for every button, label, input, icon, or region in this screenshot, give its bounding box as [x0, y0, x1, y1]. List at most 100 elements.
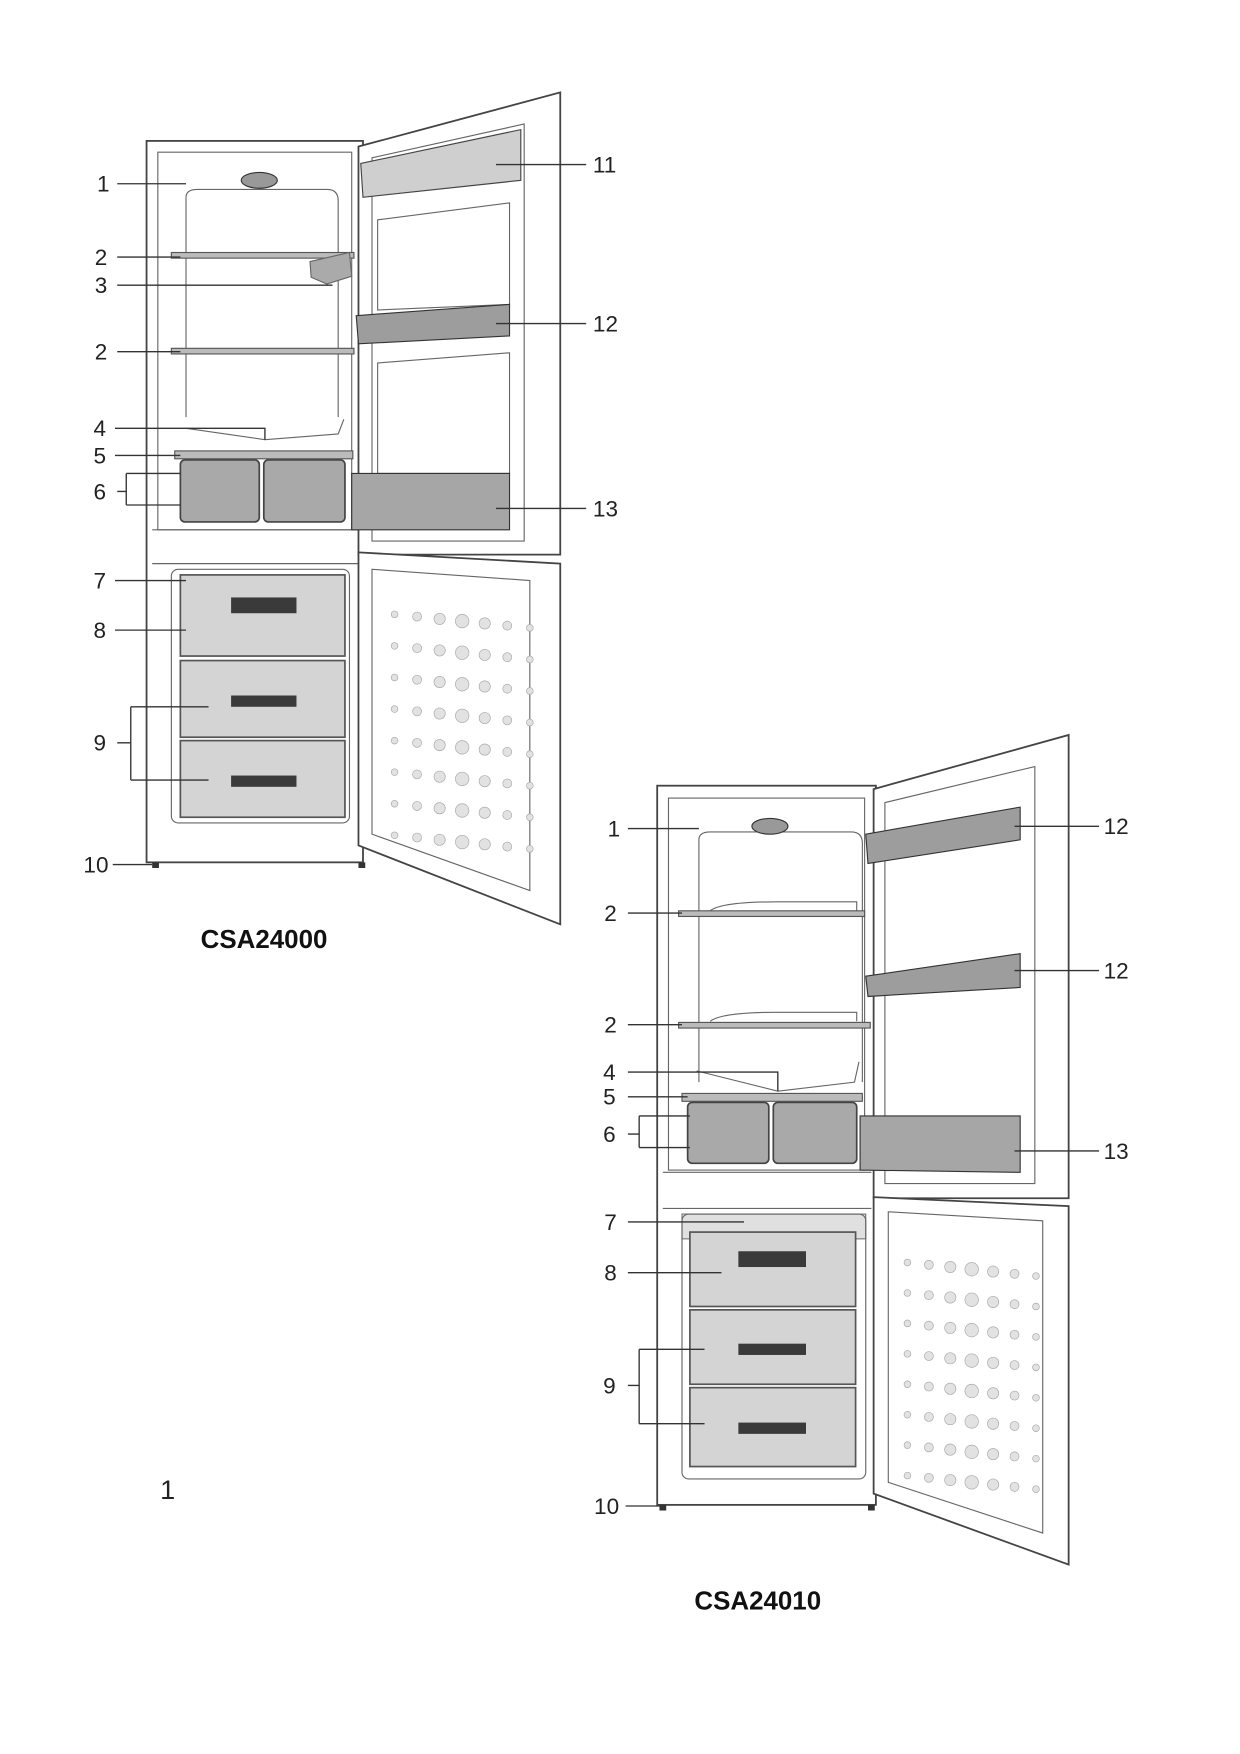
door-dot — [412, 801, 422, 811]
door-dot — [964, 1383, 979, 1399]
callout-label: 7 — [604, 1210, 617, 1235]
door-dot — [924, 1412, 934, 1422]
door-dot — [433, 707, 446, 720]
door-dot — [455, 708, 470, 723]
door-dot — [903, 1350, 912, 1358]
page-number: 1 — [160, 1475, 175, 1505]
door-dot — [526, 845, 534, 853]
door-dot — [502, 683, 513, 694]
callout-label: 3 — [95, 273, 108, 298]
door-dot — [944, 1382, 957, 1395]
door-dot — [390, 673, 399, 682]
callout-label: 1 — [608, 816, 621, 841]
door-dot — [924, 1351, 934, 1361]
door-dot — [1032, 1424, 1040, 1432]
door-dot — [987, 1387, 1000, 1400]
fridge-illustration-csa24010 — [656, 733, 1070, 1566]
door-dot — [478, 680, 491, 693]
door-dot — [944, 1352, 957, 1365]
callout-label: 2 — [95, 340, 108, 365]
door-dot — [944, 1261, 957, 1274]
callout-label: 7 — [94, 568, 107, 593]
door-dot — [964, 1262, 979, 1277]
door-dot — [964, 1292, 979, 1307]
door-dot — [455, 614, 470, 629]
door-dot — [390, 705, 399, 713]
door-dot — [390, 768, 399, 776]
callout-label: 5 — [94, 443, 107, 468]
door-dot — [924, 1472, 934, 1483]
door-dot — [924, 1320, 934, 1331]
door-dot — [455, 771, 470, 787]
callout-label: 9 — [603, 1373, 616, 1398]
door-dot — [526, 718, 534, 727]
door-dot — [987, 1417, 1000, 1430]
door-dot — [1032, 1363, 1040, 1372]
door-dot — [1009, 1299, 1020, 1310]
door-dot — [903, 1410, 912, 1419]
callout-label: 13 — [593, 496, 618, 521]
door-dot — [1009, 1390, 1020, 1401]
door-dot — [455, 834, 470, 850]
door-dot — [502, 652, 513, 663]
door-dot — [903, 1471, 912, 1480]
door-dot — [526, 624, 534, 632]
callout-label: 6 — [94, 479, 107, 504]
door-dot — [390, 642, 399, 650]
door-dot — [412, 706, 422, 717]
callout-label: 12 — [1104, 814, 1129, 839]
door-dot — [502, 810, 513, 820]
callout-label: 2 — [604, 1013, 617, 1038]
door-dot — [944, 1291, 957, 1304]
door-dot — [455, 677, 470, 692]
door-dot — [412, 674, 422, 685]
door-dot — [1009, 1421, 1020, 1431]
door-dot — [903, 1289, 912, 1297]
door-dot — [987, 1265, 1000, 1278]
callout-label: 5 — [603, 1085, 616, 1110]
model-name: CSA24010 — [694, 1588, 821, 1616]
door-dot — [433, 612, 446, 625]
door-dot — [964, 1353, 979, 1368]
door-dot — [987, 1448, 1000, 1461]
door-dot — [964, 1475, 979, 1490]
door-dot — [944, 1443, 957, 1456]
door-dot — [1009, 1360, 1020, 1370]
door-dot — [455, 740, 470, 755]
callout-label: 2 — [604, 901, 617, 926]
door-dot — [412, 611, 422, 622]
door-dot — [526, 781, 534, 790]
door-dot — [412, 738, 422, 748]
door-dot — [390, 831, 399, 840]
callout-label: 11 — [593, 152, 616, 177]
door-dot — [433, 676, 446, 688]
door-dot — [502, 747, 513, 757]
door-dot — [526, 750, 534, 758]
door-dot — [478, 806, 491, 819]
callout-label: 10 — [594, 1494, 619, 1519]
door-dot — [412, 832, 422, 843]
door-dot — [944, 1474, 957, 1487]
door-dot — [478, 775, 491, 788]
door-dot — [1032, 1333, 1040, 1341]
freezer-door-dots-b — [903, 1258, 1040, 1493]
door-dot — [1009, 1481, 1020, 1492]
callout-label: 8 — [94, 618, 107, 643]
callout-label: 10 — [83, 852, 108, 877]
callout-label: 1 — [97, 172, 110, 197]
door-dot — [502, 778, 513, 789]
callout-label: 12 — [593, 311, 618, 336]
door-dot — [964, 1414, 979, 1429]
door-dot — [987, 1356, 1000, 1369]
door-dot — [964, 1323, 979, 1338]
door-dot — [1032, 1485, 1040, 1493]
callout-label: 9 — [94, 731, 107, 756]
callout-label: 2 — [95, 245, 108, 270]
door-dot — [924, 1381, 934, 1392]
door-dot — [390, 610, 399, 619]
door-dot — [478, 712, 491, 725]
door-dot — [412, 769, 422, 780]
door-dot — [526, 813, 534, 821]
door-dot — [502, 715, 513, 726]
